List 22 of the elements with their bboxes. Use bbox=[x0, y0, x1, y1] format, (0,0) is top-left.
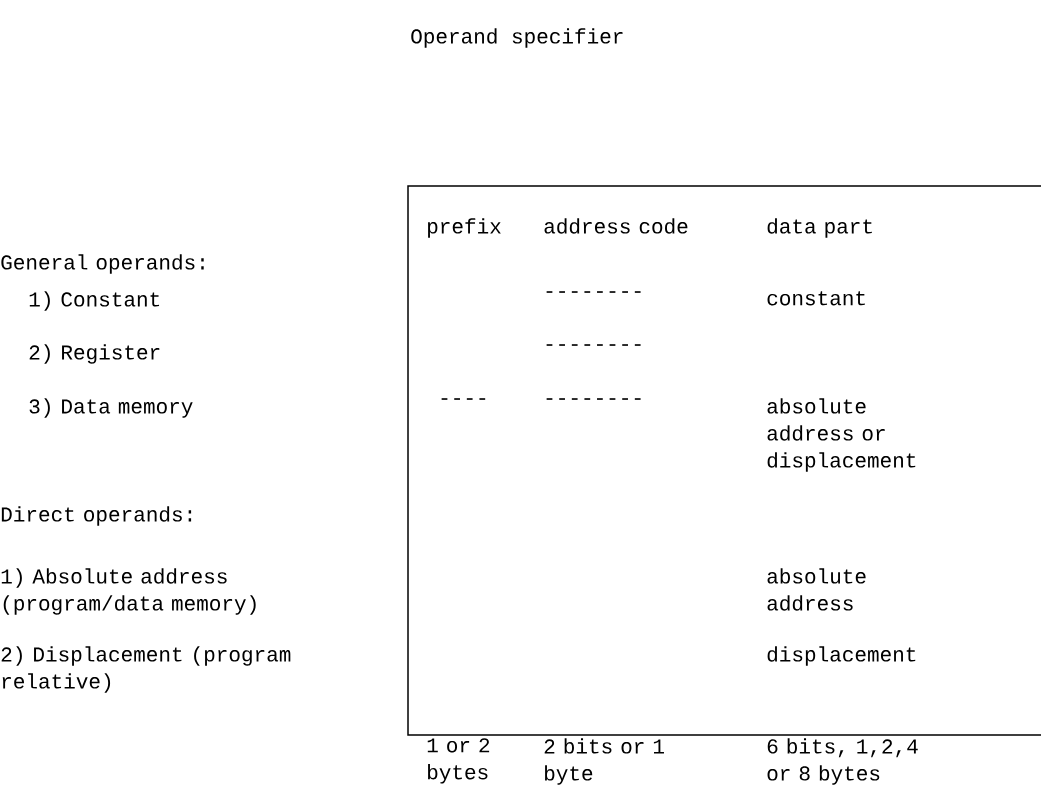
row-label: 2) Register bbox=[29, 344, 160, 364]
dash-mark: -------- bbox=[546, 291, 641, 293]
row-label: 1) Absolute address (program/data memory) bbox=[1, 568, 256, 615]
row-label: 3) Data memory bbox=[29, 398, 193, 418]
title: Operand specifier bbox=[411, 28, 623, 48]
size-note: 6 bits, 1,2,4 or 8 bytes bbox=[767, 738, 918, 785]
row-label: 1) Constant bbox=[29, 291, 160, 311]
dash-mark: -------- bbox=[546, 344, 641, 346]
size-note: 2 bits or 1 byte bbox=[544, 738, 664, 785]
section-heading: General operands: bbox=[1, 254, 204, 274]
dash-mark: ---- bbox=[441, 398, 486, 400]
row-label: 2) Displacement (program relative) bbox=[1, 646, 291, 693]
table-cell: displacement bbox=[767, 646, 916, 666]
section-heading: Direct operands: bbox=[1, 506, 192, 526]
table-cell: constant bbox=[767, 291, 865, 306]
size-note: 1 or 2 bytes bbox=[427, 738, 490, 784]
table-cell: absolute address or displacement bbox=[767, 398, 916, 472]
column-heading: address code bbox=[544, 218, 688, 234]
column-heading: data part bbox=[767, 218, 872, 238]
table-cell: absolute address bbox=[767, 568, 866, 611]
column-heading: prefix bbox=[428, 218, 501, 238]
dash-mark: -------- bbox=[546, 398, 641, 400]
